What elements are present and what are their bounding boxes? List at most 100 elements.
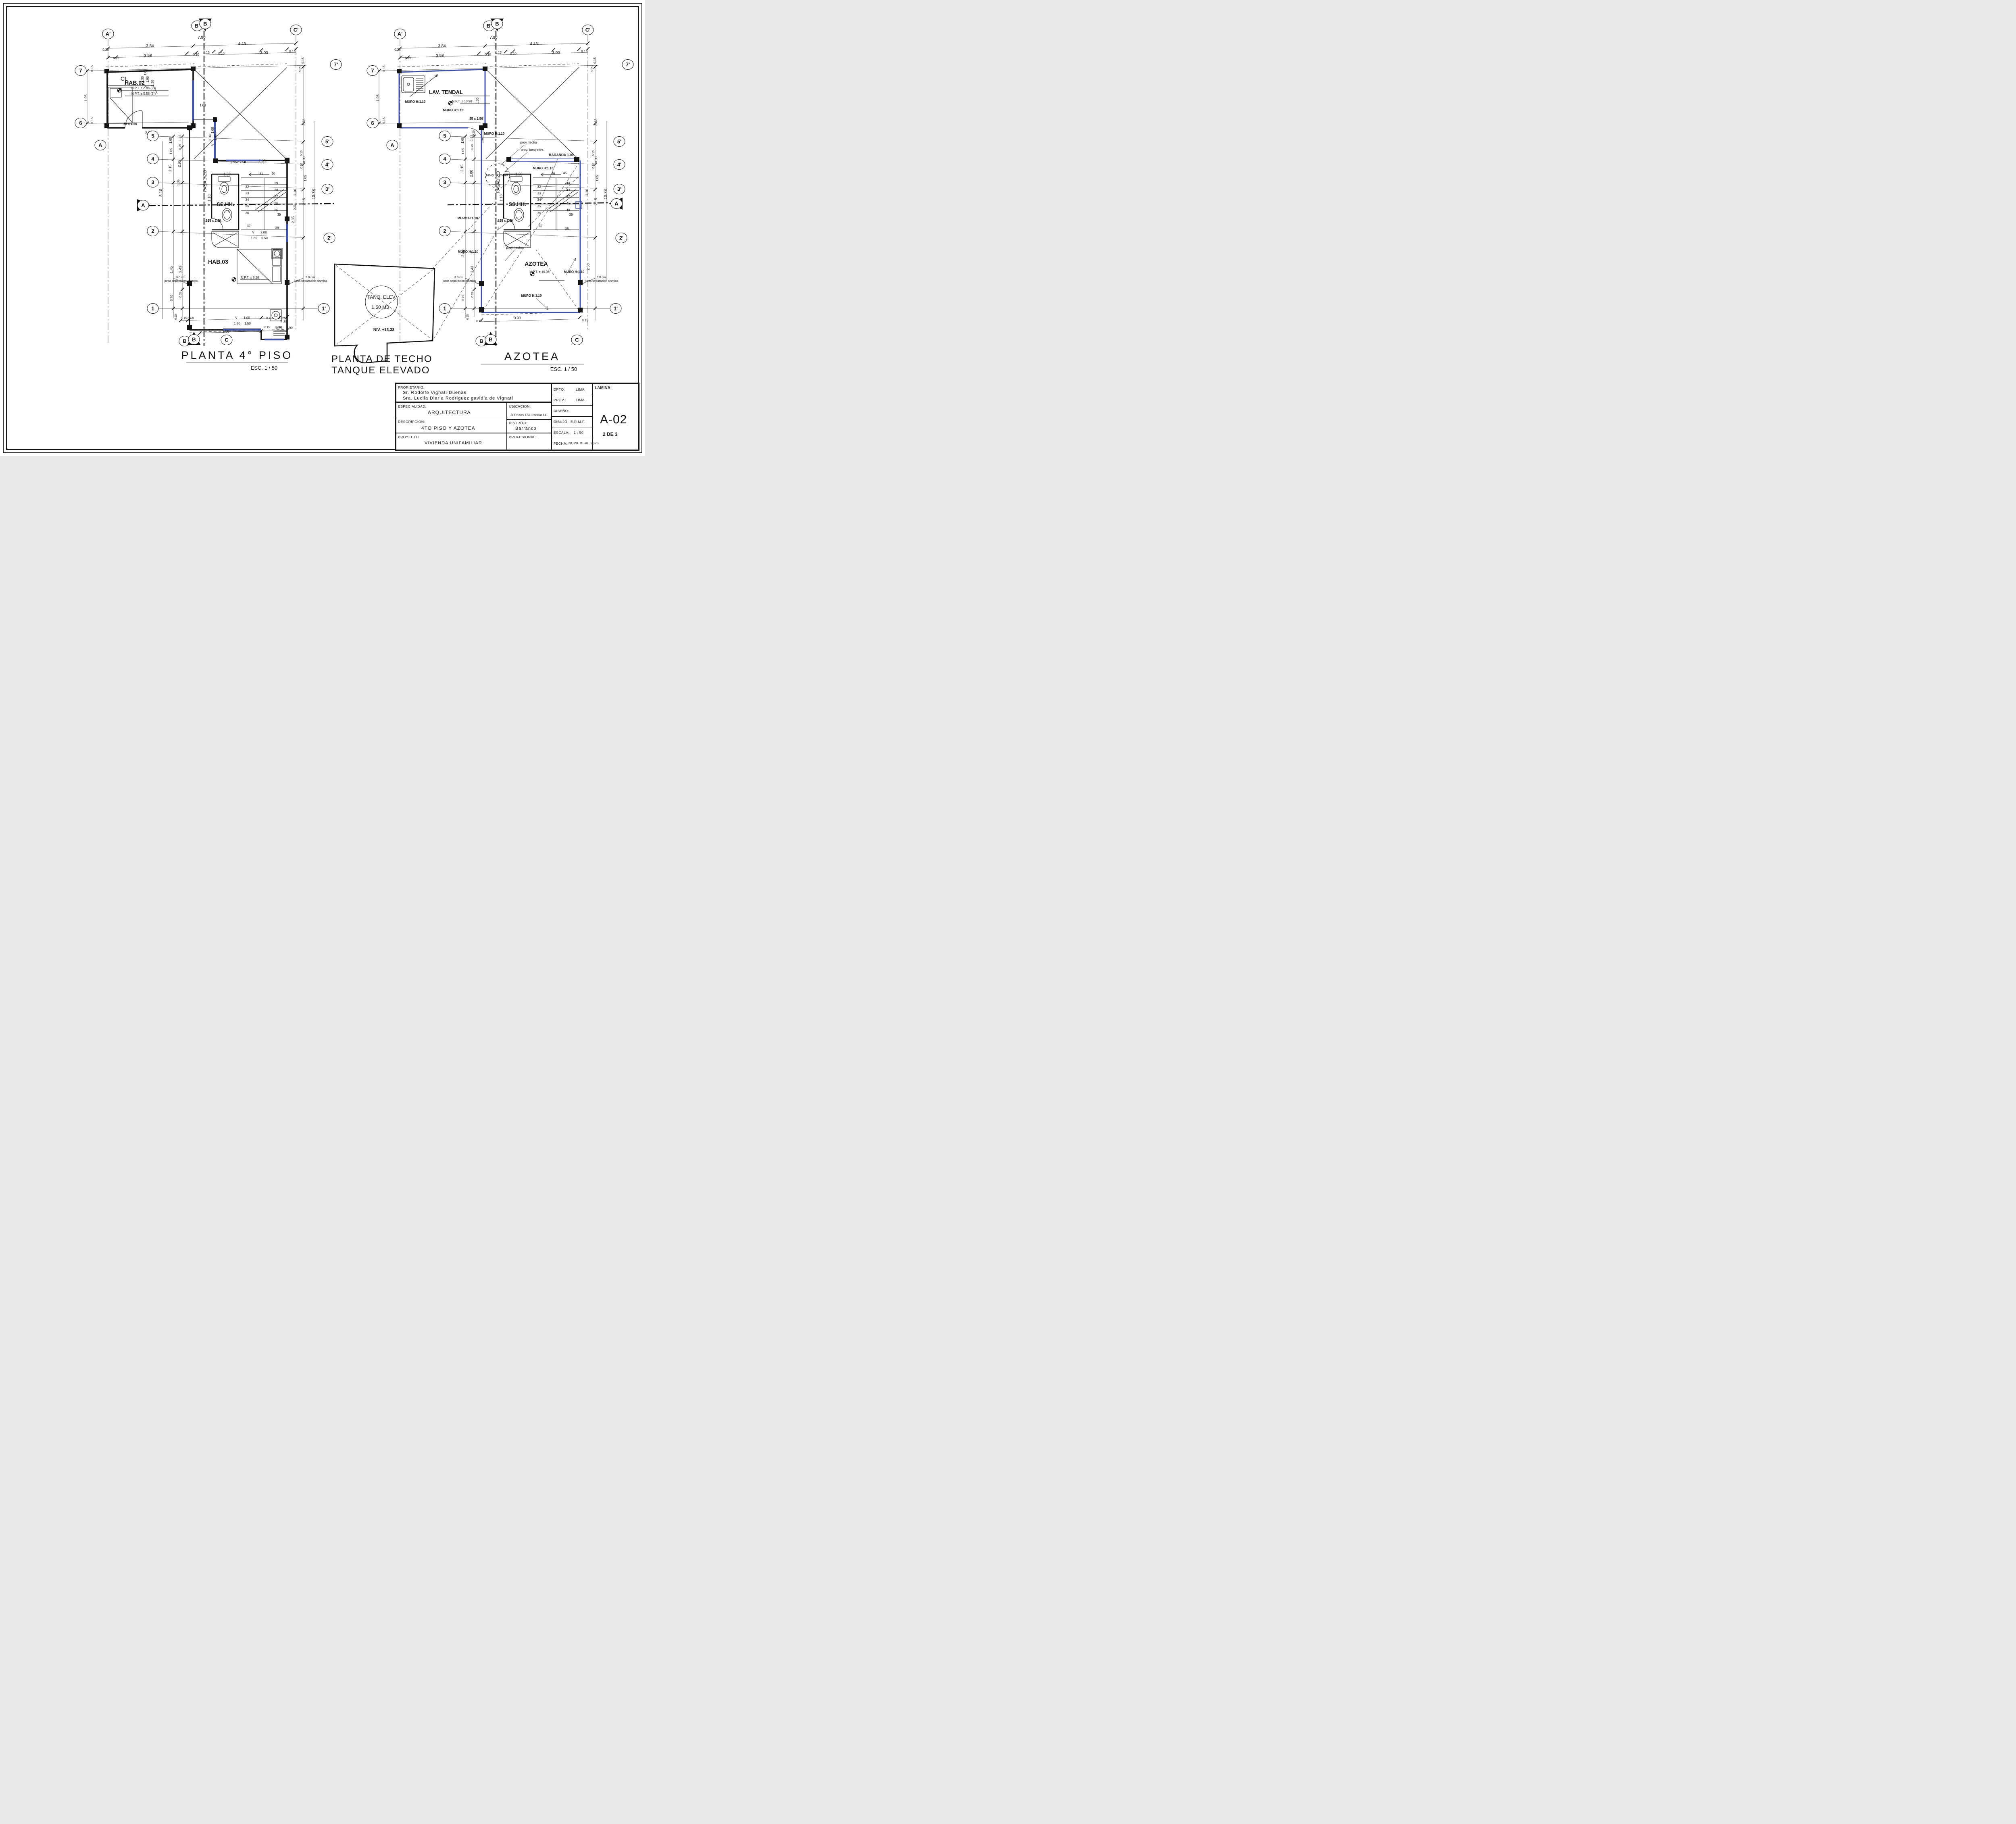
dim-label: N.P.T. ± 10.98 (529, 270, 550, 274)
laundry-sink (401, 75, 425, 93)
proyecto-value: VIVIENDA UNIFAMILIAR (425, 441, 482, 446)
proy-techo-lines (483, 162, 579, 311)
dim-label: 26 (275, 202, 278, 205)
dim-label: MURO H:1.10 (564, 270, 585, 274)
grid-bubble-c: C (221, 335, 233, 345)
door-lav (467, 127, 483, 144)
dim-label: 0.15 (301, 57, 305, 64)
prov-label: PROV.: (554, 398, 566, 402)
dim-label: 32 (537, 185, 541, 189)
grid-bubble-2: 2 (439, 226, 451, 236)
dim-label: 8.10 (159, 189, 163, 197)
dim-label: V (211, 144, 215, 146)
dim-label: 0.30 (275, 325, 282, 329)
svg-text:2': 2' (619, 235, 623, 241)
svg-text:6: 6 (79, 120, 82, 126)
dim-label: 0.15 (382, 65, 386, 72)
dim-label: 3.10 (585, 189, 589, 196)
dim-label: 2.95 (177, 160, 181, 167)
dibujo-label: DIBUJO: (554, 420, 569, 424)
svg-text:6: 6 (371, 120, 374, 126)
tank-plan-title-line2: TANQUE ELEVADO (331, 365, 430, 376)
svg-text:3': 3' (617, 186, 621, 192)
svg-text:1: 1 (151, 306, 154, 312)
svg-text:A: A (98, 142, 102, 148)
dim-label: 3.90 (514, 316, 521, 320)
dim-label: 2.15 (168, 164, 172, 172)
dim-label: 4.43 (530, 42, 538, 46)
grid-bubble-3: 3 (147, 177, 159, 187)
dim-label: 0.25 (394, 48, 401, 52)
grid-bubble-6: 6 (367, 118, 379, 128)
dim-label: BARANDA 1.00 (549, 153, 574, 157)
dim-label: 35 (246, 204, 249, 208)
dim-label: 3.33 (594, 119, 598, 126)
svg-text:7': 7' (334, 62, 338, 68)
svg-text:A: A (390, 142, 394, 148)
escala-label: ESCALA: (554, 431, 570, 435)
dim-label: 0.50 (261, 236, 268, 240)
dim-label: V (252, 231, 254, 234)
svg-text:4: 4 (151, 156, 154, 162)
dim-label: 32 (246, 185, 249, 189)
dim-label: NIV. +13.33 (373, 328, 395, 332)
grid-bubble-1: 1 (147, 303, 159, 314)
toilet-azotea (510, 176, 523, 195)
grid-bubble-2: 2 (147, 226, 159, 236)
sshh-walls-azotea (503, 173, 531, 231)
grid-bubble-7: 7 (75, 65, 87, 76)
svg-text:B: B (495, 21, 499, 27)
svg-text:B': B' (195, 23, 200, 29)
dim-label: 1.68 (211, 127, 215, 133)
dim-label: 1.80 (251, 236, 257, 240)
grid-bubble-7: 7 (367, 65, 379, 76)
dim-label: 2.15 (594, 198, 598, 205)
fecha-value: NOVIEMBRE 2025 (569, 441, 599, 445)
dim-label: 0.25 (471, 144, 474, 150)
dim-label: MURO H:1.10 (458, 217, 478, 220)
room-label-pasadizo-azotea: PASADIZO (496, 171, 501, 193)
section-marker-b: B (484, 332, 497, 345)
dim-label: 0.15 (582, 319, 588, 322)
right-plan-walls (397, 63, 583, 315)
shaft-void-azotea (485, 67, 579, 160)
svg-text:B': B' (487, 23, 492, 29)
dim-label: 33 (246, 192, 249, 195)
room-label-sshh-azotea: SS.HH. (508, 201, 526, 207)
shower-left (211, 231, 239, 248)
svg-text:5': 5' (617, 139, 621, 145)
section-marker-a: A (609, 198, 623, 210)
dim-label: 44 (566, 181, 570, 185)
grid-bubble-6: 6 (75, 118, 87, 128)
svg-text:3: 3 (151, 179, 154, 185)
dim-label: 3.58 (144, 54, 152, 58)
especialidad-label: ESPECIALIDAD: (398, 404, 427, 408)
grid-bubble-cp: C' (290, 25, 302, 35)
svg-text:B: B (183, 338, 186, 344)
svg-text:5': 5' (325, 139, 329, 145)
stairs-left (241, 173, 287, 230)
dim-label: 0.10 (485, 53, 491, 56)
level-symbol-lav (448, 101, 452, 105)
grid-bubble-7p: 7' (622, 59, 634, 70)
toilet-left (218, 176, 231, 195)
dim-label: 45 (563, 171, 567, 175)
escala-value: 1 : 50 (574, 431, 584, 435)
room-label-pasadizo: PASADIZO (203, 170, 208, 192)
grid-bubble-1p: 1' (318, 303, 330, 314)
dim-label: 0.15 (382, 117, 386, 124)
dim-label: 1.95 (376, 94, 380, 102)
dim-label: 0.15 (476, 319, 482, 323)
dim-label: N.P.T. ± 10.98 (452, 100, 472, 103)
dim-label: 40 (566, 208, 570, 212)
grid-bubble-2p: 2' (615, 233, 627, 243)
dim-label: 38 (275, 226, 279, 230)
diseno-label: DISEÑO: (554, 409, 569, 413)
svg-text:B: B (489, 337, 492, 343)
grid-bubble-2p: 2' (323, 233, 335, 243)
dibujo-value: E.R.M.F. (571, 420, 585, 424)
dim-label: 0.70 (170, 295, 173, 301)
svg-text:2': 2' (327, 235, 331, 241)
dim-label: 0.15 (593, 57, 597, 64)
dim-label: 35 (537, 204, 541, 208)
